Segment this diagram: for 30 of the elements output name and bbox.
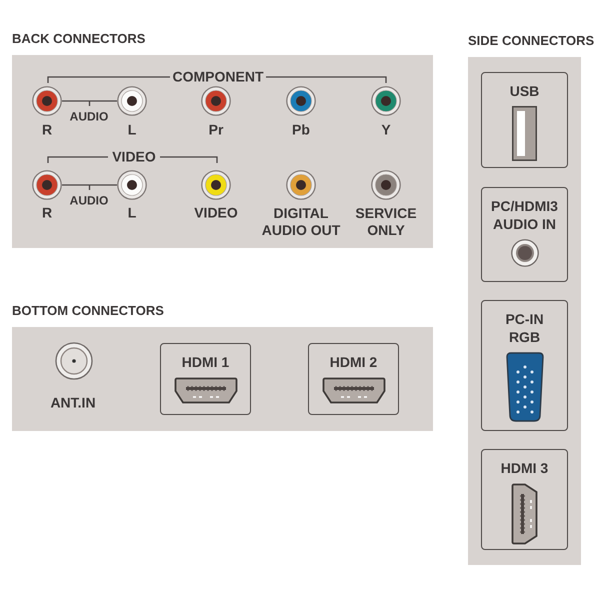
panel-heading: BACK CONNECTORS: [12, 31, 146, 46]
port-box: [160, 343, 251, 415]
port-label: L: [128, 204, 136, 222]
port-box: [308, 343, 399, 415]
port-label: VIDEO: [194, 204, 238, 222]
bracket-label: VIDEO: [112, 148, 156, 166]
port-label: Y: [381, 122, 391, 138]
port-label: ANT.IN: [50, 394, 96, 412]
port-label: Pb: [292, 122, 310, 138]
port-title: USB: [508, 82, 540, 100]
port-title: HDMI 3: [500, 459, 550, 477]
port-label: R: [42, 204, 52, 222]
panel-heading: BOTTOM CONNECTORS: [12, 303, 164, 318]
port-label: R: [42, 122, 52, 138]
port-title: PC/HDMI3 AUDIO IN: [490, 197, 559, 233]
bracket-label: AUDIO: [70, 194, 108, 208]
port-title: PC-IN RGB: [504, 310, 545, 346]
panel-heading: SIDE CONNECTORS: [468, 33, 594, 48]
port-label: SERVICE ONLY: [354, 205, 418, 239]
port-box: [481, 187, 568, 282]
bracket-label: COMPONENT: [172, 68, 264, 86]
port-box: [481, 72, 568, 168]
port-box: [481, 300, 568, 431]
port-label: DIGITAL AUDIO OUT: [260, 205, 342, 239]
port-box: [481, 449, 568, 550]
port-label: Pr: [208, 122, 224, 138]
port-title: HDMI 1: [180, 353, 230, 371]
bracket-label: AUDIO: [70, 110, 108, 124]
port-title: HDMI 2: [328, 353, 378, 371]
port-label: L: [128, 122, 136, 138]
